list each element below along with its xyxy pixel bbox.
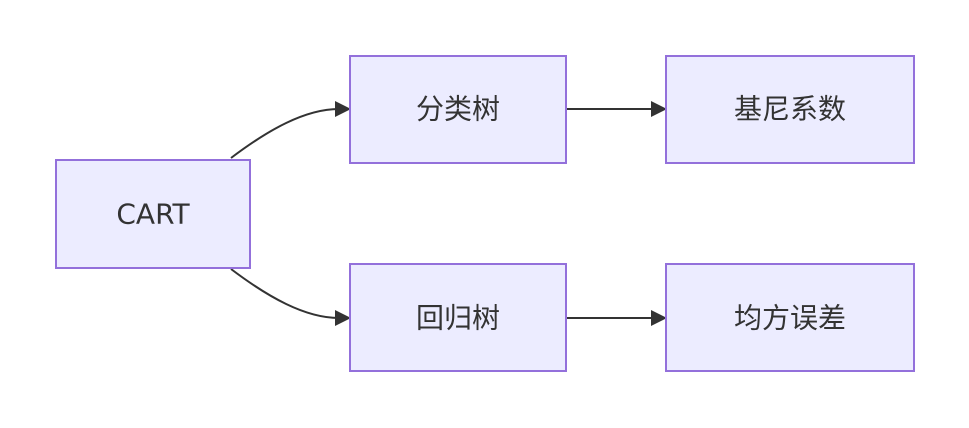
node-regression-tree-box [349,263,567,372]
node-cart: CART [55,159,251,269]
node-gini: 基尼系数 [665,55,915,164]
node-cart-box [55,159,251,269]
node-regression-tree-label: 回归树 [416,302,500,335]
arrowhead-regression-tree [335,310,351,326]
arrowhead-mse [651,310,667,326]
node-gini-box [665,55,915,164]
arrowhead-classification-tree [335,101,351,117]
node-gini-label: 基尼系数 [734,93,846,126]
node-classification-tree: 分类树 [349,55,567,164]
node-regression-tree: 回归树 [349,263,567,372]
arrowhead-gini [651,101,667,117]
node-classification-tree-label: 分类树 [416,93,500,126]
node-cart-label: CART [116,198,190,231]
node-mse-label: 均方误差 [734,302,846,335]
node-mse-box [665,263,915,372]
edges [230,101,667,326]
edge-cart-to-classification-tree [230,108,340,159]
node-mse: 均方误差 [665,263,915,372]
edge-cart-to-regression-tree [230,268,340,319]
node-classification-tree-box [349,55,567,164]
